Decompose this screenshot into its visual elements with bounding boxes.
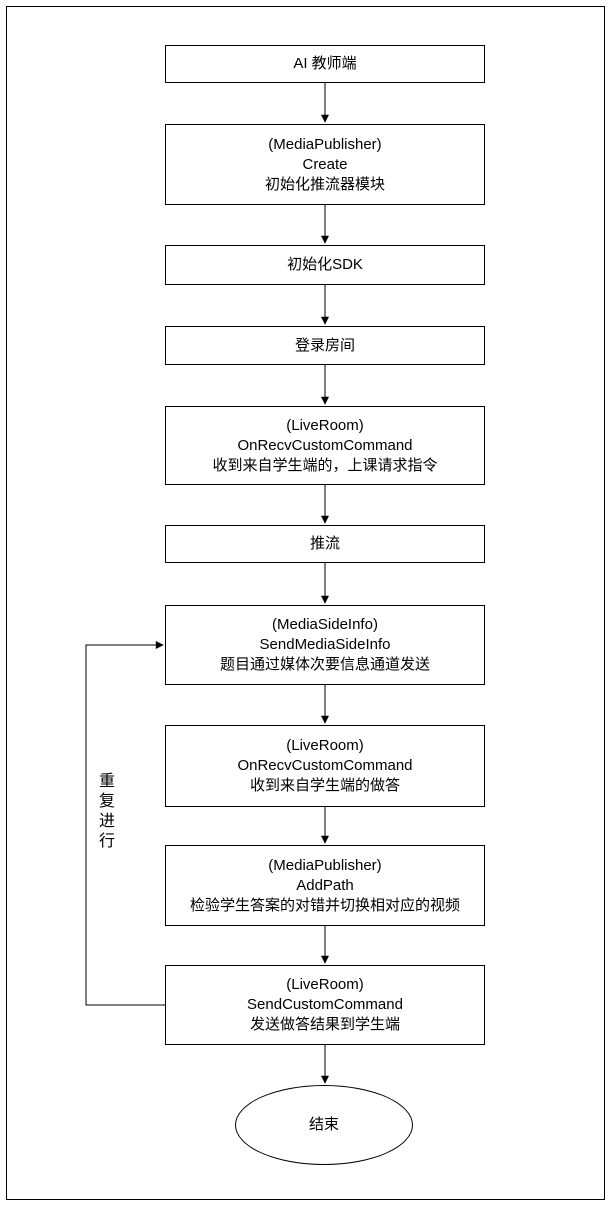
flow-node-init-sdk: 初始化SDK — [165, 245, 485, 285]
flow-node-login-room: 登录房间 — [165, 326, 485, 365]
node-text-line: 推流 — [309, 535, 340, 552]
flow-node-recv-answer: (LiveRoom) OnRecvCustomCommand 收到来自学生端的做… — [165, 725, 485, 807]
loop-label: 重复进行 — [96, 772, 113, 852]
node-text-line: 登录房间 — [294, 336, 355, 354]
flow-node-recv-class-request: (LiveRoom) OnRecvCustomCommand 收到来自学生端的，… — [165, 406, 485, 485]
flow-node-send-media-side-info: (MediaSideInfo) SendMediaSideInfo 题目通过媒体… — [165, 605, 485, 685]
node-text-line: 初始化SDK — [287, 256, 363, 273]
flow-node-add-path: (MediaPublisher) AddPath 检验学生答案的对错并切换相对应… — [165, 845, 485, 926]
node-text-line: 发送做答结果到学生端 — [249, 1016, 400, 1033]
node-text-line: SendMediaSideInfo — [259, 636, 391, 653]
node-text-line: SendCustomCommand — [247, 996, 403, 1013]
node-text-line: 初始化推流器模块 — [264, 175, 385, 193]
node-text-line: (MediaSideInfo) — [272, 616, 378, 633]
flow-node-send-result: (LiveRoom) SendCustomCommand 发送做答结果到学生端 — [165, 965, 485, 1045]
node-text-line: 题目通过媒体次要信息通道发送 — [219, 656, 430, 673]
node-text-line: (LiveRoom) — [286, 737, 364, 754]
flow-node-start: AI 教师端 — [165, 45, 485, 83]
flow-node-create-publisher: (MediaPublisher) Create 初始化推流器模块 — [165, 124, 485, 205]
node-text-line: 结束 — [308, 1116, 339, 1133]
node-text-line: Create — [302, 155, 348, 173]
node-text-line: (MediaPublisher) — [268, 856, 382, 874]
node-text-line: OnRecvCustomCommand — [237, 436, 413, 454]
node-text-line: AddPath — [296, 876, 354, 894]
node-text-line: (MediaPublisher) — [268, 135, 382, 153]
diagram-border — [6, 6, 605, 1200]
node-text-line: (LiveRoom) — [286, 416, 364, 434]
node-text-line: 检验学生答案的对错并切换相对应的视频 — [189, 896, 460, 914]
flow-node-push-stream: 推流 — [165, 525, 485, 563]
loop-arrow — [85, 641, 165, 1006]
node-text-line: 收到来自学生端的，上课请求指令 — [212, 456, 438, 474]
node-text-line: (LiveRoom) — [286, 976, 364, 993]
node-text-line: 收到来自学生端的做答 — [249, 777, 400, 794]
flow-node-end: 结束 — [235, 1085, 413, 1165]
node-text-line: AI 教师端 — [293, 55, 357, 72]
node-text-line: OnRecvCustomCommand — [237, 757, 413, 774]
